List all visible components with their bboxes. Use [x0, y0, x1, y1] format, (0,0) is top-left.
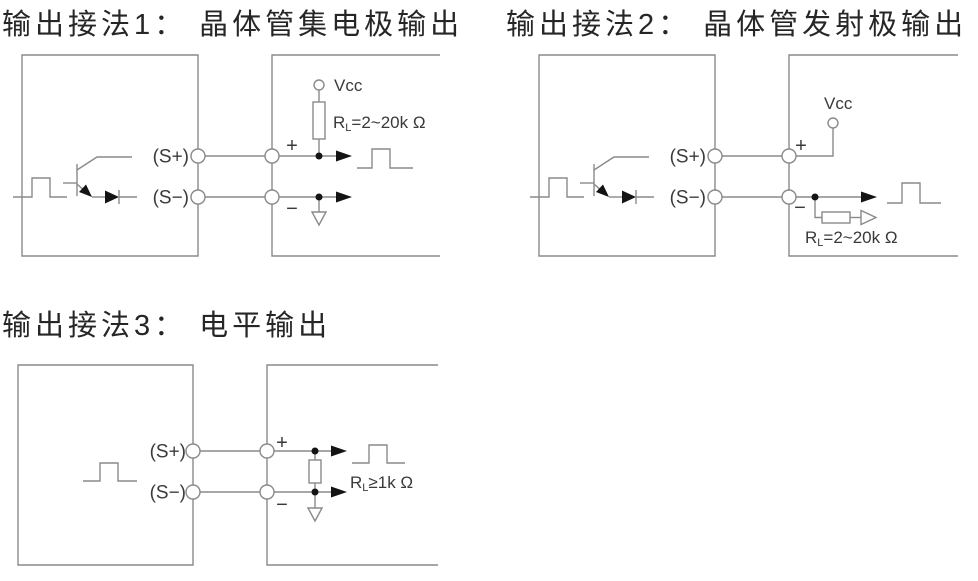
minus-label: − [276, 494, 288, 516]
rl-value-label: RL=2~20k Ω [805, 228, 898, 249]
diode-icon [105, 190, 120, 204]
input-pulse-waveform [13, 177, 67, 198]
s-minus-label: (S−) [670, 188, 706, 209]
rl-value-label: RL≥1k Ω [350, 473, 413, 494]
s-minus-label: (S−) [150, 483, 186, 504]
device-box [266, 364, 438, 566]
terminal-plus [781, 148, 797, 164]
signal-arrow-icon [336, 191, 352, 203]
junction-dot [811, 193, 819, 201]
output-pulse-waveform [352, 444, 405, 464]
circuit-collector-output: (S+) (S−) + − Vcc RL=2~20k Ω [13, 54, 440, 257]
load-resistor [308, 459, 322, 484]
minus-label: − [794, 197, 806, 219]
load-resistor [821, 211, 851, 224]
output-pulse-waveform [357, 148, 413, 169]
terminal-plus [264, 148, 280, 164]
terminal-s-minus [190, 189, 206, 205]
title-method2: 输出接法2： 晶体管发射极输出 [506, 9, 968, 41]
sensor-box [538, 54, 716, 257]
s-plus-label: (S+) [670, 147, 706, 168]
ground-icon [310, 211, 328, 227]
terminal-s-minus [185, 484, 201, 500]
open-arrow-icon [860, 209, 878, 226]
vcc-terminal [313, 79, 325, 91]
terminal-minus [264, 189, 280, 205]
terminal-s-plus [707, 148, 723, 164]
plus-label: + [286, 135, 298, 157]
junction-dot [311, 447, 319, 455]
s-plus-label: (S+) [150, 442, 186, 463]
signal-arrow-icon [331, 445, 347, 457]
junction-dot [311, 488, 319, 496]
transistor-icon [580, 156, 649, 197]
output-pulse-waveform [887, 182, 941, 204]
sensor-box [21, 54, 199, 257]
circuit-level-output: (S+) (S−) + − RL≥1k Ω [17, 364, 438, 566]
plus-label: + [276, 432, 288, 454]
terminal-plus [259, 443, 275, 459]
plus-label: + [795, 135, 807, 157]
wire [796, 128, 834, 157]
terminal-s-plus [190, 148, 206, 164]
sensor-box [17, 364, 194, 566]
junction-dot [315, 193, 323, 201]
diode-icon [622, 190, 637, 204]
vcc-label: Vcc [334, 76, 363, 95]
signal-arrow-icon [331, 486, 347, 498]
minus-label: − [286, 198, 298, 220]
signal-arrow-icon [861, 191, 877, 203]
pullup-resistor [312, 101, 326, 140]
s-minus-label: (S−) [153, 188, 189, 209]
ground-icon [306, 507, 324, 523]
title-method3: 输出接法3： 电平输出 [2, 310, 332, 342]
title-method1: 输出接法1： 晶体管集电极输出 [2, 9, 464, 41]
signal-arrow-icon [336, 150, 352, 162]
rl-value-label: RL=2~20k Ω [333, 113, 426, 134]
sensor-side: (S+) (S−) [530, 54, 782, 257]
s-plus-label: (S+) [153, 147, 189, 168]
vcc-terminal [827, 117, 839, 129]
transistor-icon [63, 156, 132, 197]
terminal-s-plus [185, 443, 201, 459]
wire [814, 200, 822, 219]
input-pulse-waveform [83, 462, 137, 482]
terminal-minus [259, 484, 275, 500]
terminal-s-minus [707, 189, 723, 205]
circuit-emitter-output: (S+) (S−) + − Vcc RL=2~20k [530, 54, 958, 257]
vcc-label: Vcc [824, 94, 853, 113]
input-pulse-waveform [530, 177, 584, 198]
junction-dot [315, 152, 323, 160]
